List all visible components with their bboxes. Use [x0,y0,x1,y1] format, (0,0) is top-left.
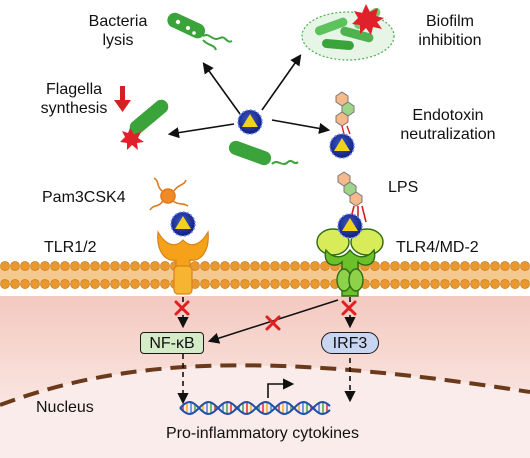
pam3csk4-label: Pam3CSK4 [42,189,126,206]
dna-icon [179,400,331,416]
pam3csk4-ligand-icon [149,177,189,211]
down-arrow-icon [114,86,131,112]
tlr12-receptor [157,230,209,295]
tlr4md2-receptor [316,228,384,297]
tlr4md2-label: TLR4/MD-2 [396,239,479,256]
label-line: Endotoxin [412,107,484,124]
bacteria-lysis-label: Bacteria lysis [76,12,160,50]
nfkb-node: NF-κB [140,332,204,354]
nanoparticle-icon [329,133,355,159]
bacterium-icon [228,140,299,166]
lps-label: LPS [388,179,419,196]
nanoparticle-icon [170,211,196,237]
inhibition-x-icon [174,300,357,331]
biofilm-inhibition-label: Biofilm inhibition [402,12,498,50]
lps-molecule-icon [337,171,367,223]
cell-membrane [0,261,530,289]
label-line: Flagella [45,81,103,98]
transcription-arrow [267,378,295,398]
bacterium-lysis-icon [167,12,233,51]
label-line: inhibition [418,32,482,49]
label-line: Bacteria [88,13,148,30]
irf3-node: IRF3 [321,332,379,354]
label-line: lysis [102,32,134,49]
nucleus-label: Nucleus [36,399,94,416]
nanoparticle-icon [237,109,263,135]
bacterium-flagella-icon [120,99,169,150]
cytokines-label: Pro-inflammatory cytokines [166,425,359,442]
nanoparticle-icon [337,213,363,239]
nucleus-area [0,365,530,458]
nucleus-membrane [0,363,530,407]
flagella-synthesis-label: Flagella synthesis [34,80,114,118]
tlr12-label: TLR1/2 [44,239,97,256]
action-arrows [167,54,331,139]
burst-icon [352,4,384,35]
endotoxin-lps-icon [335,91,355,135]
endotoxin-neutralization-label: Endotoxin neutralization [382,106,514,144]
label-line: Biofilm [425,13,474,30]
label-line: neutralization [400,126,496,143]
biofilm-icon [301,7,395,61]
label-line: synthesis [40,100,108,117]
